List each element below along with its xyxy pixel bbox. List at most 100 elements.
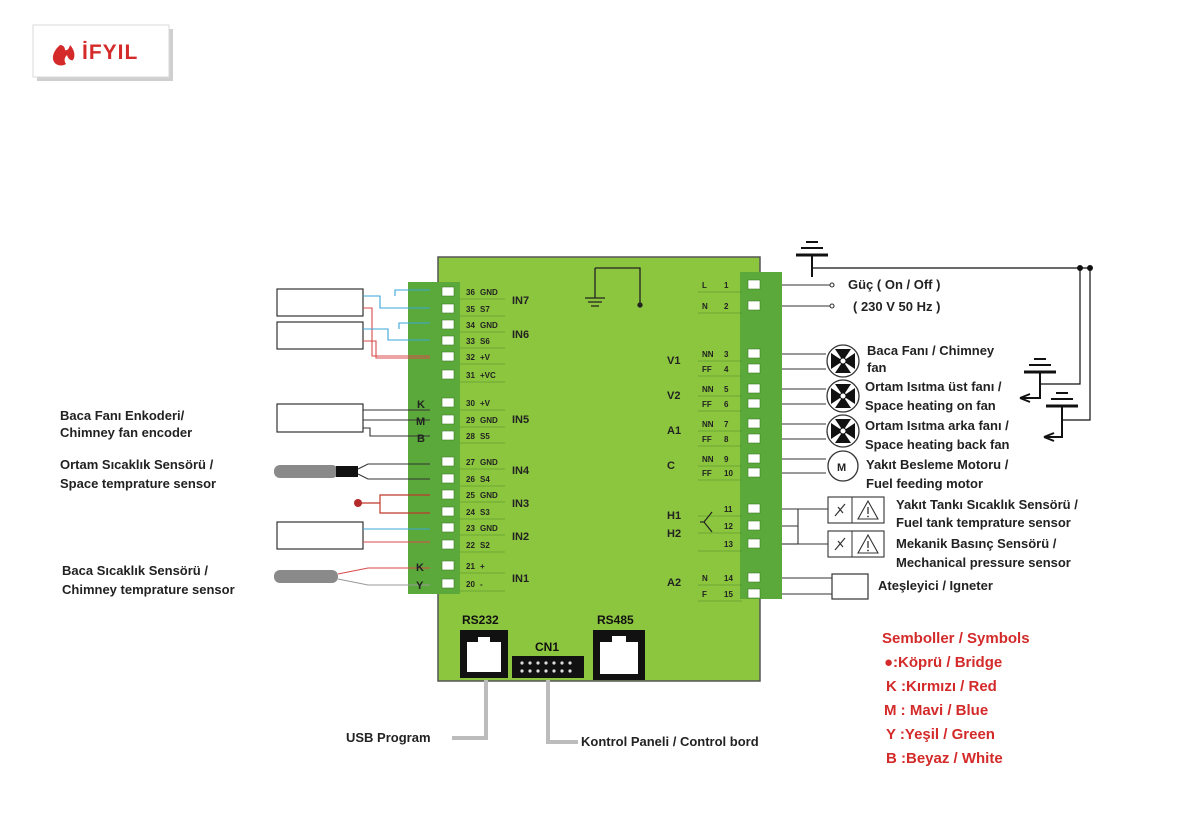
encoder-wire-letters: K M B (416, 399, 425, 445)
terminal-number: 4 (724, 365, 729, 374)
port-label: RS232 (462, 613, 499, 627)
terminal-right-11: 11 (698, 503, 761, 517)
terminal-left-30: 30+V (441, 397, 505, 411)
usb-program-label: USB Program (346, 730, 431, 745)
terminal-number: 27 (466, 458, 475, 467)
igniter-wires (782, 577, 832, 595)
right-group-labels: V1 V2 A1 C H1 H2 A2 (667, 355, 681, 589)
terminal-signal: N (702, 574, 708, 583)
group-label: V1 (667, 355, 680, 367)
feed-motor-icon: M (827, 450, 859, 482)
terminal-signal: S6 (480, 337, 490, 346)
terminal-number: 23 (466, 524, 475, 533)
terminal-left-33: 33 S6 (441, 335, 505, 349)
room-temp-wires (357, 463, 430, 480)
terminal-signal: GND (480, 458, 498, 467)
terminal-signal: S4 (480, 475, 490, 484)
group-label: A2 (667, 577, 681, 589)
terminal-signal: FF (702, 469, 712, 478)
space-top-fan-label-1: Ortam Isıtma üst fanı / (865, 379, 1002, 394)
legend-item: ●:Köprü / Bridge (884, 654, 1002, 671)
terminal-signal: FF (702, 400, 712, 409)
terminal-number: 28 (466, 432, 475, 441)
terminal-number: 14 (724, 574, 733, 583)
terminal-number: 13 (724, 540, 733, 549)
terminal-right-14: N 14 (698, 572, 761, 586)
control-panel-label: Kontrol Paneli / Control bord (581, 734, 759, 749)
symbols-legend: Semboller / Symbols ●:Köprü / Bridge K :… (882, 630, 1030, 767)
terminal-signal: +V (480, 399, 491, 408)
igniter-label: Ateşleyici / Igneter (878, 578, 993, 593)
chimney-sensor-label-2: Chimney temprature sensor (62, 582, 235, 597)
sensor-wires (782, 508, 828, 545)
terminal-signal: GND (480, 524, 498, 533)
wire-letter: K (417, 399, 425, 411)
terminal-number: 6 (724, 400, 729, 409)
terminal-left-21: 21+ (441, 560, 505, 574)
terminal-left-20: 20- (441, 578, 505, 592)
terminal-number: 31 (466, 371, 475, 380)
legend-item: K :Kırmızı / Red (886, 678, 997, 695)
terminal-number: 8 (724, 435, 729, 444)
terminal-signal: NN (702, 455, 714, 464)
tank-sensor-label-2: Fuel tank temprature sensor (896, 515, 1071, 530)
rs485-port: RS485 (593, 613, 645, 680)
encoder-label-1: Baca Fanı Enkoderi/ (60, 408, 185, 423)
terminal-number: 5 (724, 385, 729, 394)
terminal-signal: S2 (480, 541, 490, 550)
group-label: H2 (667, 528, 681, 540)
terminal-left-22: 22 S2 (441, 539, 505, 553)
space-top-fan-label-2: Space heating on fan (865, 398, 996, 413)
space-back-fan-label-2: Space heating back fan (865, 437, 1010, 452)
logo-text: İFYIL (82, 41, 138, 64)
group-label: IN2 (512, 531, 529, 543)
relay-contact-icon (700, 511, 713, 533)
wire-letter: Y (416, 580, 424, 592)
terminal-number: 9 (724, 455, 729, 464)
tank-sensor-label-1: Yakıt Tankı Sıcaklık Sensörü / (896, 497, 1078, 512)
cn1-connector: CN1 (512, 640, 584, 678)
feed-motor-label-1: Yakıt Besleme Motoru / (866, 457, 1009, 472)
group-label: IN7 (512, 295, 529, 307)
tank-sensor-icon (827, 496, 885, 524)
flame-icon (52, 45, 75, 66)
encoder-wires (363, 409, 430, 437)
terminal-number: 22 (466, 541, 475, 550)
terminal-signal: F (702, 590, 707, 599)
power-wires (782, 282, 835, 309)
terminal-number: 20 (466, 580, 475, 589)
group-label: H1 (667, 510, 681, 522)
fan-wires (782, 353, 826, 474)
chimney-fan-label-1: Baca Fanı / Chimney (867, 343, 995, 358)
terminal-number: 33 (466, 337, 475, 346)
terminal-signal: +VC (480, 371, 496, 380)
legend-title: Semboller / Symbols (882, 630, 1030, 647)
legend-item: Y :Yeşil / Green (886, 726, 995, 743)
wire-letter: B (417, 433, 425, 445)
group-label: V2 (667, 390, 680, 402)
terminal-signal: GND (480, 288, 498, 297)
terminal-signal: +V (480, 353, 491, 362)
terminal-right-12: 12 (698, 520, 761, 534)
terminal-right-13: 13 (698, 538, 761, 552)
in7-in6-wires (363, 289, 430, 359)
terminal-number: 10 (724, 469, 733, 478)
ground-icon (585, 267, 643, 308)
terminal-signal: FF (702, 435, 712, 444)
in6-sensor-box (276, 321, 364, 350)
in2-sensor-box (276, 521, 364, 550)
legend-item: B :Beyaz / White (886, 750, 1003, 767)
group-label: A1 (667, 425, 681, 437)
terminal-number: 12 (724, 522, 733, 531)
power-label-1: Güç ( On / Off ) (848, 277, 940, 292)
in2-wires (363, 528, 430, 543)
